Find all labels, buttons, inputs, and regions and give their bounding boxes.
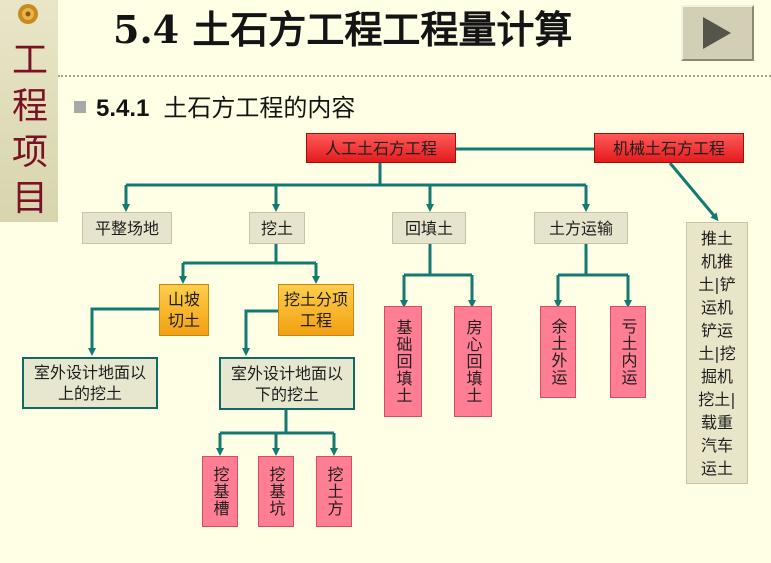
backfill-node: 回填土 — [392, 212, 466, 244]
site-leveling-node: 平整场地 — [82, 212, 172, 244]
ornament-icon — [18, 4, 38, 24]
play-icon — [703, 17, 731, 49]
sidebar-char: 项 — [11, 132, 48, 173]
sidebar-title: 工 程 项 目 — [8, 38, 52, 222]
mechanical-methods-node: 推土机推土|铲运机铲运土|挖掘机挖土|载重汽车运土 — [686, 222, 748, 484]
section-heading: 5.4.1 土石方工程的内容 — [96, 92, 355, 124]
pit-node: 挖基坑 — [258, 456, 294, 527]
surplus-soil-out-node: 余土外运 — [540, 306, 576, 398]
room-backfill-node: 房心回填土 — [454, 306, 492, 417]
mechanical-earthwork-node: 机械土石方工程 — [594, 133, 744, 163]
title-divider — [58, 75, 771, 77]
sidebar-char: 目 — [11, 178, 48, 219]
above-design-grade-node: 室外设计地面以上的挖土 — [22, 357, 158, 409]
below-design-grade-node: 室外设计地面以下的挖土 — [219, 357, 355, 410]
square-bullet-icon — [74, 101, 86, 113]
section-number: 5.4.1 — [96, 95, 150, 122]
digging-subitem-node: 挖土分项工程 — [278, 284, 354, 336]
sidebar: 工 程 项 目 — [0, 0, 58, 222]
digging-node: 挖土 — [249, 212, 305, 244]
earth-transport-node: 土方运输 — [534, 212, 628, 244]
sidebar-char: 工 — [11, 40, 48, 81]
trench-node: 挖基槽 — [202, 456, 238, 527]
manual-earthwork-node: 人工土石方工程 — [306, 133, 456, 163]
sidebar-char: 程 — [11, 86, 48, 127]
page-title: 5.4 土石方工程工程量计算 — [113, 7, 573, 52]
section-text: 土石方工程的内容 — [163, 94, 356, 122]
shortage-soil-in-node: 亏土内运 — [610, 306, 646, 398]
next-button[interactable] — [681, 5, 754, 61]
slope-cut-node: 山坡切土 — [159, 284, 209, 336]
foundation-backfill-node: 基础回填土 — [384, 306, 422, 417]
earthwork-node: 挖土方 — [316, 456, 352, 527]
